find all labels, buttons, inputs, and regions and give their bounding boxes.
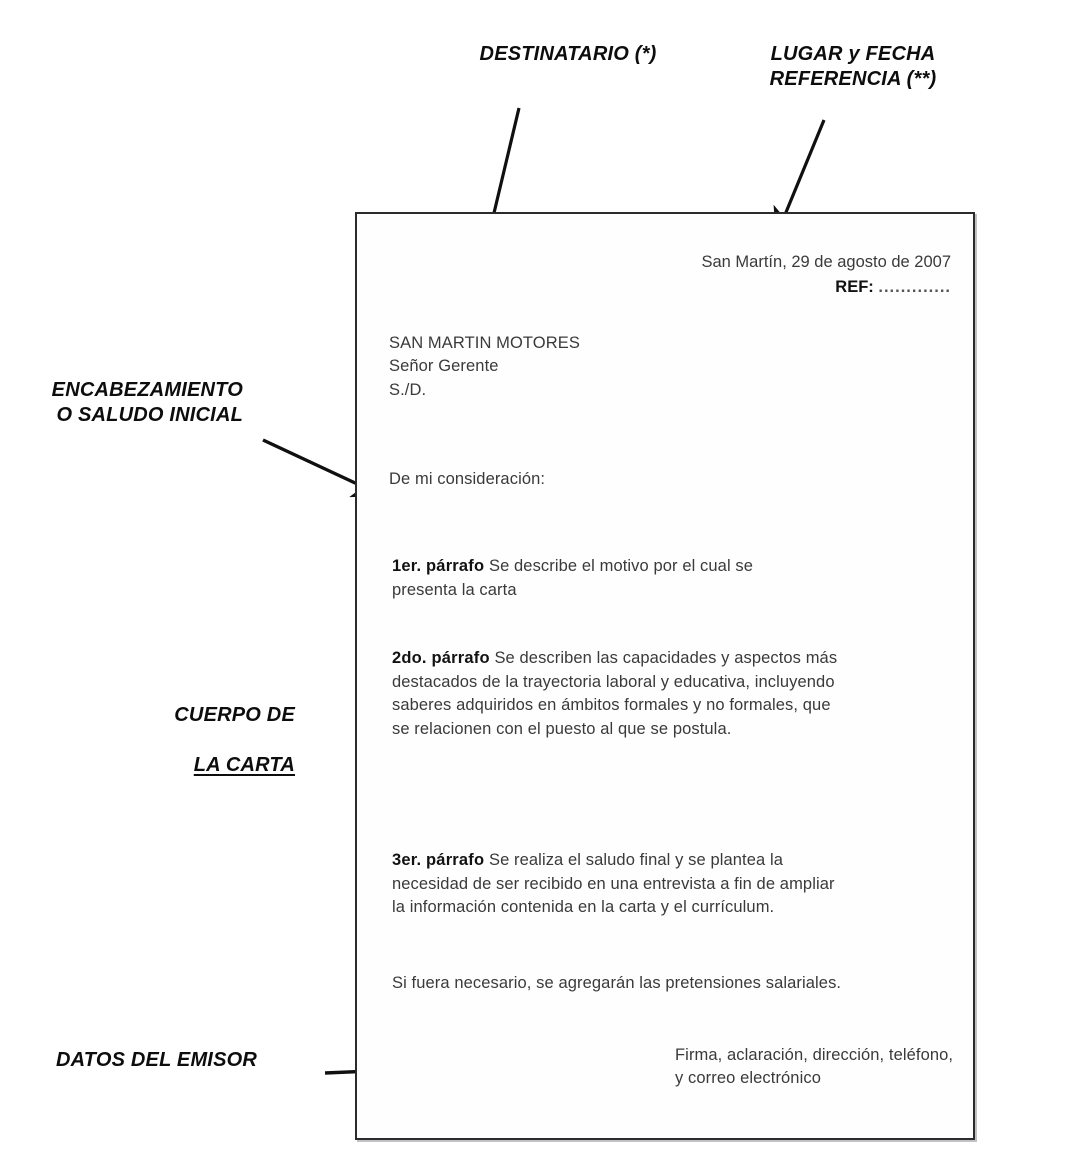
letter-body: San Martín, 29 de agosto de 2007 REF: ..… bbox=[357, 214, 973, 1138]
letter-reference-line: REF: ............. bbox=[701, 275, 951, 300]
paragraph-1-text: Se describe el motivo por el cual se pre… bbox=[392, 557, 754, 599]
reference-dots: ............. bbox=[878, 277, 951, 296]
letter-sender-data: Firma, aclaración, dirección, teléfono, … bbox=[675, 1046, 954, 1088]
paragraph-3-label: 3er. párrafo bbox=[392, 851, 485, 870]
letter-paragraph-1: 1er. párrafo Se describe el motivo por e… bbox=[392, 532, 822, 602]
letter-greeting: De mi consideración: bbox=[389, 470, 546, 488]
callout-cuerpo-de-la-carta: CUERPO DE LA CARTA bbox=[0, 678, 295, 778]
paragraph-2-text: Se describen las capacidades y aspectos … bbox=[392, 649, 838, 738]
letter-page: San Martín, 29 de agosto de 2007 REF: ..… bbox=[355, 212, 975, 1140]
letter-addressee: SAN MARTIN MOTORES Señor Gerente S./D. bbox=[389, 334, 580, 399]
callout-lugar-fecha: LUGAR y FECHA REFERENCIA (**) bbox=[769, 43, 937, 90]
arrow-lugar-fecha bbox=[773, 119, 826, 237]
paragraph-3-text: Se realiza el saludo final y se plantea … bbox=[392, 851, 835, 917]
callout-cuerpo-line1: CUERPO DE bbox=[174, 704, 295, 726]
letter-paragraph-2: 2do. párrafo Se describen las capacidade… bbox=[392, 624, 842, 741]
callout-encabezamiento: ENCABEZAMIENTO O SALUDO INICIAL bbox=[51, 379, 243, 426]
arrow-encabezamiento bbox=[262, 438, 384, 498]
callout-datos-emisor: DATOS DEL EMISOR bbox=[56, 1049, 258, 1071]
letter-date: San Martín, 29 de agosto de 2007 bbox=[701, 253, 951, 271]
paragraph-2-label: 2do. párrafo bbox=[392, 649, 490, 668]
callout-destinatario: DESTINATARIO (*) bbox=[479, 43, 657, 65]
letter-paragraph-3: 3er. párrafo Se realiza el saludo final … bbox=[392, 826, 842, 920]
callout-cuerpo-line2: LA CARTA bbox=[193, 754, 295, 776]
letter-date-block: San Martín, 29 de agosto de 2007 REF: ..… bbox=[701, 250, 951, 300]
paragraph-1-label: 1er. párrafo bbox=[392, 557, 485, 576]
letter-closing-note: Si fuera necesario, se agregarán las pre… bbox=[392, 974, 842, 992]
reference-label: REF: bbox=[835, 277, 874, 296]
